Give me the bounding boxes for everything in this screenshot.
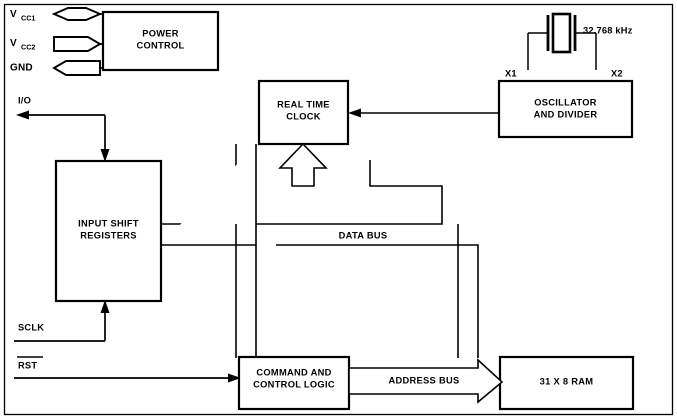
vcc1-pin-symbol xyxy=(51,7,103,21)
data-bus-arrow-to-rtc xyxy=(278,142,328,187)
gnd-pin-symbol xyxy=(52,60,101,76)
block-label-command-control-line1: COMMAND AND xyxy=(256,367,331,377)
block-label-real-time-clock-line2: CLOCK xyxy=(286,111,321,121)
vcc2-pin-symbol xyxy=(53,36,102,52)
pin-label-gnd: GND xyxy=(10,63,33,74)
block-label-oscillator-line2: AND DIVIDER xyxy=(534,109,598,119)
bus-label-data-bus: DATA BUS xyxy=(339,230,388,240)
block-label-ram: 31 X 8 RAM xyxy=(540,376,594,386)
crystal-terminal-label-x2: X2 xyxy=(611,68,623,78)
diagram-frame xyxy=(3,3,674,416)
block-command-control-logic xyxy=(237,355,351,411)
io-arrowhead-down xyxy=(100,149,110,162)
block-oscillator-divider xyxy=(497,79,634,139)
address-bus-arrow xyxy=(348,358,504,404)
pin-label-vcc2: V xyxy=(10,38,17,49)
pin-sublabel-vcc1: CC1 xyxy=(21,13,35,22)
sclk-arrowhead-up xyxy=(100,300,110,313)
block-label-input-shift-registers-line2: REGISTERS xyxy=(80,230,136,240)
block-label-input-shift-registers-line1: INPUT SHIFT xyxy=(78,218,139,228)
block-input-shift-registers xyxy=(54,159,163,303)
osc-to-rtc-arrowhead xyxy=(348,108,361,118)
crystal-frequency-label: 32.768 kHz xyxy=(583,25,633,35)
block-label-real-time-clock-line1: REAL TIME xyxy=(277,99,330,109)
pin-label-rst: RST xyxy=(18,360,37,370)
block-label-power-control-line2: CONTROL xyxy=(136,40,184,50)
block-power-control xyxy=(101,10,220,72)
io-arrowhead-left xyxy=(16,110,29,120)
rst-arrowhead-right xyxy=(228,373,241,383)
bus-label-address-bus: ADDRESS BUS xyxy=(389,375,460,385)
block-label-power-control-line1: POWER xyxy=(142,28,179,38)
block-label-oscillator-line1: OSCILLATOR xyxy=(534,97,597,107)
pin-sublabel-vcc2: CC2 xyxy=(21,42,35,51)
pin-label-io: I/O xyxy=(18,95,31,105)
pin-label-sclk: SCLK xyxy=(18,322,44,332)
crystal-body xyxy=(551,12,572,54)
crystal-terminal-label-x1: X1 xyxy=(505,68,517,78)
block-label-command-control-line2: CONTROL LOGIC xyxy=(253,379,335,389)
pin-label-vcc1: V xyxy=(10,9,17,20)
